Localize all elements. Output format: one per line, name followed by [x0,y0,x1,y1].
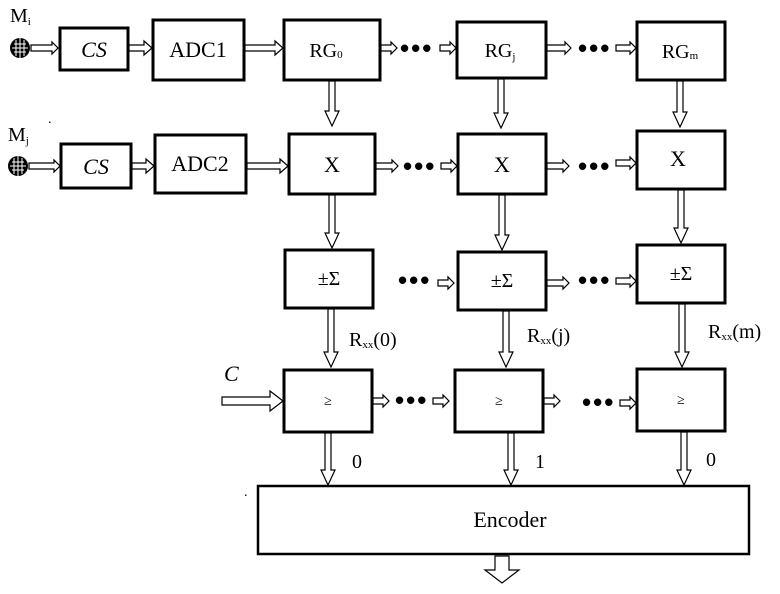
ellipsis-mult-1: ••• [403,151,436,181]
arrow-multj-out [546,158,570,174]
arrow-multj-sum [494,194,510,252]
arrow-adc1-rg0 [244,39,284,57]
cs-block-2 [59,142,133,190]
cmp-block-m [635,367,727,433]
arrow-sumj-out [546,275,570,291]
arrow-cmpm-enc [676,431,692,487]
rgj-block [455,20,548,80]
arrow-cmpj-enc [503,432,519,487]
rg0-label: RG0 [309,40,343,62]
ellipsis-mult-2: ••• [578,151,611,181]
arrow-sum0-cmp [323,308,339,369]
arrow-into-summ [615,273,637,289]
arrow-adc2-mult [246,157,289,175]
rxx-label-j: Rxx(j) [527,325,570,347]
ellipsis-cmp-2: ••• [582,387,615,417]
cmp-label-0: ≥ [324,394,332,409]
rg0-block [282,18,382,82]
arrow-into-cmpm [619,395,637,411]
arrow-into-sumj [437,275,455,291]
arrow-rgj-mult [493,78,509,130]
mic-i-label: Mi [10,5,31,28]
arrow-into-rgj [439,40,457,56]
sum-label-0: ±Σ [318,268,341,290]
ellipsis-sum-2: ••• [578,265,611,295]
rxx-label-0: Rxx(0) [349,329,397,351]
arrow-summ-cmp [674,303,690,369]
arrow-mic-i-cs [30,40,59,56]
mult-label-j: X [494,152,510,177]
output-bit-0: 0 [352,451,362,473]
sum-block-m [635,243,727,305]
arrow-into-cmpj [432,393,450,409]
adc1-label: ADC1 [169,37,226,62]
cmp-block-j [453,368,545,434]
mic-j-label: Mj [8,124,29,147]
arrow-cmpj-out [543,393,561,409]
adc2-label: ADC2 [171,151,228,176]
arrow-multm-sum [673,189,689,245]
adc1-block [151,18,246,82]
encoder-block [256,484,751,556]
ellipsis-rg-1: ••• [400,33,433,63]
arrow-rgm-mult [672,80,688,129]
cmp-label-j: ≥ [495,394,503,409]
cs-label-2: CS [83,154,109,179]
arrow-into-multj [440,158,458,174]
arrow-rg0-out [380,40,398,56]
arrow-into-multm [615,155,637,171]
mult-label-0: X [324,152,340,177]
sum-block-0 [283,248,375,310]
arrow-threshold-in [221,389,284,413]
mult-block-0 [287,132,377,196]
arrow-cs-adc1 [128,39,153,57]
sum-label-j: ±Σ [491,270,514,292]
mult-label-m: X [670,146,686,171]
arrow-cmp0-out [372,393,390,409]
arrow-mult0-sum [324,194,340,250]
arrow-sumj-cmp [498,310,514,369]
sum-label-m: ±Σ [670,263,693,285]
mic-i-icon [10,38,30,58]
ellipsis-rg-2: ••• [578,33,611,63]
ellipsis-sum-1: ••• [398,265,431,295]
arrow-mult0-out [375,158,399,174]
encoder-label: Encoder [473,507,547,532]
arrow-cmp0-enc [320,432,336,487]
rgm-label: RGm [662,41,699,63]
adc2-block [153,133,248,195]
mult-block-j [456,132,548,196]
arrow-rgj-out [546,40,572,56]
mic-j-icon [8,156,28,176]
rxx-label-m: Rxx(m) [708,321,761,343]
rgm-block [635,20,727,82]
ellipsis-cmp-1: ••• [395,385,428,415]
arrow-cs-adc2 [131,157,155,175]
cs-block-1 [58,26,130,72]
cs-label-1: CS [81,37,107,62]
threshold-label: C [224,361,239,386]
arrow-mic-j-cs [28,158,61,174]
arrow-encoder-out [483,555,521,584]
arrow-rg0-mult [324,80,340,128]
arrow-into-rgm [615,40,637,56]
cmp-block-0 [282,368,374,434]
sum-block-j [456,250,548,312]
cmp-label-m: ≥ [677,393,685,408]
stray-dot-2: . [244,485,248,500]
rgj-label: RGj [485,40,516,63]
output-bit-m: 0 [706,449,716,471]
stray-dot: . [48,112,52,127]
output-bit-j: 1 [535,451,545,473]
mult-block-m [635,129,727,191]
